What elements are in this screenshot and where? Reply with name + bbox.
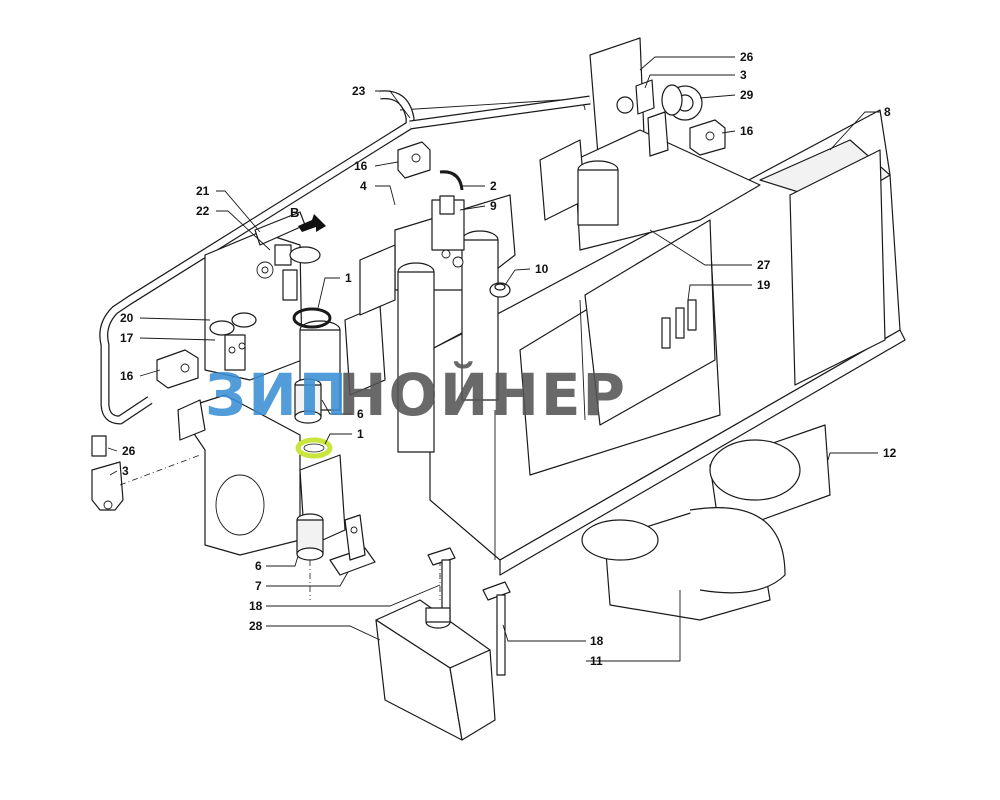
callout-29: 29 — [740, 88, 754, 102]
callout-3-left: 3 — [122, 464, 129, 478]
callout-16-left: 16 — [120, 369, 134, 383]
strip-right — [482, 581, 511, 676]
o-ring-upper — [292, 307, 332, 329]
callout-1-upper: 1 — [345, 271, 352, 285]
callout-26-top: 26 — [740, 50, 754, 64]
central-hub — [394, 194, 516, 453]
callout-7: 7 — [255, 579, 262, 593]
callout-21: 21 — [196, 184, 210, 198]
callout-18-left: 18 — [249, 599, 263, 613]
callout-26-left: 26 — [122, 444, 136, 458]
callout-16-top: 16 — [354, 159, 368, 173]
block-top — [397, 141, 431, 179]
clip-lower-left — [91, 461, 124, 511]
callout-28: 28 — [249, 619, 263, 633]
small-block-left — [91, 435, 107, 457]
callout-2: 2 — [490, 179, 497, 193]
leader-lines — [107, 56, 880, 662]
watermark-suffix: НОЙНЕР — [338, 360, 627, 429]
assembly-lines — [119, 454, 441, 600]
callout-17: 17 — [120, 331, 134, 345]
callout-6-lower: 6 — [255, 559, 262, 573]
watermark: ЗИП НОЙНЕР — [205, 360, 627, 429]
callout-16-right: 16 — [740, 124, 754, 138]
junction-box — [375, 599, 496, 741]
callout-11: 11 — [590, 654, 603, 668]
callout-19: 19 — [757, 278, 771, 292]
o-ring-lower — [295, 437, 333, 459]
view-arrow-b: B — [290, 205, 326, 232]
callout-18-right: 18 — [590, 634, 604, 648]
callouts: 23 26 3 29 16 8 16 2 4 9 21 22 10 27 19 … — [120, 50, 897, 668]
callout-4: 4 — [360, 179, 367, 193]
block-left — [156, 349, 199, 389]
callout-20: 20 — [120, 311, 134, 325]
bearing-flange — [661, 84, 703, 121]
block-upper-right — [689, 119, 726, 156]
callout-1-lower: 1 — [357, 427, 364, 441]
callout-9: 9 — [490, 199, 497, 213]
grommet — [489, 282, 511, 298]
callout-22: 22 — [196, 204, 210, 218]
bush-upper — [294, 378, 322, 424]
callout-27: 27 — [757, 258, 771, 272]
callout-12: 12 — [883, 446, 897, 460]
left-plates — [344, 244, 396, 396]
watermark-prefix: ЗИП — [205, 361, 349, 429]
upper-frame — [539, 37, 761, 251]
cover-hood — [581, 507, 786, 621]
bush-lower — [296, 513, 324, 561]
callout-23: 23 — [352, 84, 366, 98]
callout-6-upper: 6 — [357, 407, 364, 421]
l-bracket — [329, 514, 376, 576]
cable-loop — [439, 170, 464, 191]
callout-8: 8 — [884, 105, 891, 119]
view-arrow-label: B — [290, 205, 299, 220]
clip-upper — [635, 79, 669, 157]
callout-3-top: 3 — [740, 68, 747, 82]
terminal-strip — [584, 219, 716, 426]
callout-10: 10 — [535, 262, 549, 276]
pipe-loop — [99, 90, 591, 425]
handle-knobs — [209, 312, 257, 371]
side-panel — [709, 424, 831, 536]
